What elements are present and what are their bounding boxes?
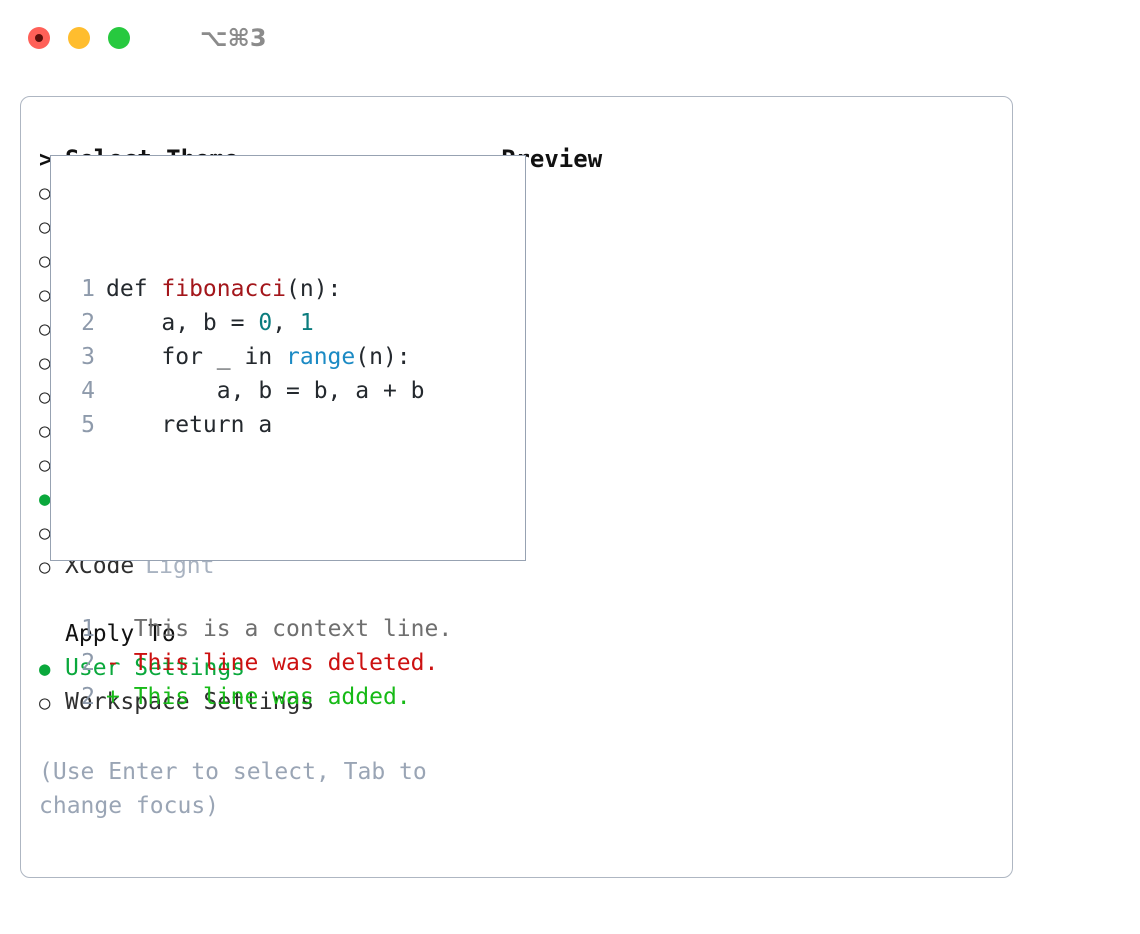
apply-to-heading: Apply To bbox=[65, 621, 176, 647]
diff-line: 1 This is a context line. bbox=[65, 612, 525, 646]
apply-to-option[interactable]: ● User Settings bbox=[39, 655, 469, 689]
code-token-plain: for _ in bbox=[106, 344, 287, 370]
diff-line: 2 + This line was added. bbox=[65, 680, 525, 714]
diff-sign bbox=[106, 612, 120, 646]
minimize-window-button[interactable] bbox=[68, 27, 90, 49]
diff-line-content: This is a context line. bbox=[119, 616, 453, 642]
code-token-plain: a, b = b, a + b bbox=[106, 378, 425, 404]
code-line-content: a, b = b, a + b bbox=[106, 374, 425, 408]
diff-line-content: This line was added. bbox=[119, 684, 411, 710]
code-line-number: 4 bbox=[81, 378, 95, 404]
code-line-number: 1 bbox=[81, 276, 95, 302]
diff-line-number: 1 bbox=[81, 616, 95, 642]
code-token-num: 1 bbox=[299, 310, 314, 336]
maximize-window-button[interactable] bbox=[108, 27, 130, 49]
code-line-number: 5 bbox=[81, 412, 95, 438]
radio-empty-icon[interactable]: ○ bbox=[39, 522, 51, 544]
code-token-plain: return a bbox=[106, 412, 273, 438]
code-line-number: 3 bbox=[81, 344, 95, 370]
caret-icon: > bbox=[39, 147, 53, 173]
diff-line: 2- This line was deleted. bbox=[65, 646, 525, 680]
radio-empty-icon[interactable]: ○ bbox=[39, 216, 51, 238]
code-line-content: a, b = 0, 1 bbox=[106, 306, 314, 340]
apply-to-header-row: ○ Apply To bbox=[39, 621, 469, 655]
radio-empty-icon[interactable]: ○ bbox=[39, 352, 51, 374]
code-token-plain: , bbox=[272, 310, 300, 336]
code-line: 3 for _ in range(n): bbox=[65, 340, 525, 374]
code-line: 4 a, b = b, a + b bbox=[65, 374, 525, 408]
code-token-num: 0 bbox=[258, 310, 273, 336]
code-line: 2 a, b = 0, 1 bbox=[65, 306, 525, 340]
apply-to-option-label: Workspace Settings bbox=[65, 689, 315, 715]
radio-selected-icon[interactable]: ● bbox=[39, 488, 51, 510]
code-line-number: 2 bbox=[81, 310, 95, 336]
radio-empty-icon[interactable]: ○ bbox=[39, 556, 51, 578]
radio-empty-icon[interactable]: ○ bbox=[39, 692, 51, 714]
diff-line-number: 2 bbox=[81, 684, 95, 710]
code-line: 1 def fibonacci(n): bbox=[65, 272, 525, 306]
code-token-plain: def bbox=[106, 276, 162, 302]
diff-line-number: 2 bbox=[81, 650, 95, 676]
code-token-call: range bbox=[286, 344, 356, 370]
keyboard-hint-text: (Use Enter to select, Tab to change focu… bbox=[39, 759, 427, 819]
diff-sample-block: 1 This is a context line.2- This line wa… bbox=[65, 612, 525, 714]
code-line: 5 return a bbox=[65, 408, 525, 442]
code-token-plain: a, b = bbox=[106, 310, 259, 336]
code-token-fn: fibonacci bbox=[161, 276, 287, 302]
code-line-content: def fibonacci(n): bbox=[106, 272, 341, 306]
window-titlebar: ⌥⌘3 bbox=[0, 0, 1140, 76]
apply-to-options-list: ● User Settings ○ Workspace Settings bbox=[39, 655, 469, 723]
code-line-content: for _ in range(n): bbox=[106, 340, 411, 374]
main-content-panel: > Select Theme ○ANSIDark○Atom OneDark○Ay… bbox=[20, 96, 1013, 878]
radio-empty-icon[interactable]: ○ bbox=[39, 284, 51, 306]
radio-empty-icon[interactable]: ○ bbox=[39, 420, 51, 442]
diff-sign: - bbox=[106, 650, 120, 676]
radio-empty-icon[interactable]: ○ bbox=[39, 454, 51, 476]
diff-sign: + bbox=[106, 684, 120, 710]
diff-line-content: This line was deleted. bbox=[119, 650, 439, 676]
code-token-plain: (n): bbox=[286, 276, 342, 302]
apply-to-option-label: User Settings bbox=[65, 655, 246, 681]
code-token-plain: (n): bbox=[355, 344, 411, 370]
preview-heading: Preview bbox=[501, 145, 603, 173]
code-line-content: return a bbox=[106, 408, 272, 442]
keyboard-shortcut-label: ⌥⌘3 bbox=[200, 24, 267, 52]
close-window-button[interactable] bbox=[28, 27, 50, 49]
radio-empty-icon[interactable]: ○ bbox=[39, 250, 51, 272]
radio-empty-icon[interactable]: ○ bbox=[39, 182, 51, 204]
apply-to-section: ○ Apply To ● User Settings ○ Workspace Sett… bbox=[39, 621, 469, 723]
radio-empty-icon[interactable]: ○ bbox=[39, 386, 51, 408]
radio-selected-icon[interactable]: ● bbox=[39, 658, 51, 680]
apply-to-option[interactable]: ○ Workspace Settings bbox=[39, 689, 469, 723]
preview-column: Preview bbox=[501, 145, 1001, 195]
radio-empty-icon[interactable]: ○ bbox=[39, 318, 51, 340]
code-diff-spacer bbox=[65, 510, 525, 544]
